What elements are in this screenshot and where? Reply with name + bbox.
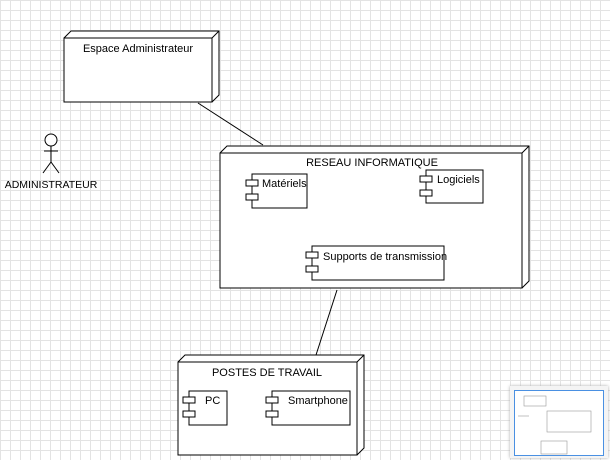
- node-title: RESEAU INFORMATIQUE: [306, 157, 438, 169]
- component-smartphone[interactable]: Smartphone: [265, 390, 351, 426]
- svg-text:Smartphone: Smartphone: [288, 395, 348, 407]
- node-title: POSTES DE TRAVAIL: [212, 367, 322, 379]
- actor-label: ADMINISTRATEUR: [5, 179, 98, 191]
- svg-text:Matériels: Matériels: [262, 178, 307, 190]
- component-icon: [245, 179, 259, 187]
- minimap-preview: [518, 395, 592, 455]
- svg-text:Supports de transmission: Supports de transmission: [323, 251, 447, 263]
- outline-minimap[interactable]: [510, 386, 608, 458]
- svg-text:Logiciels: Logiciels: [437, 174, 480, 186]
- component-icon: [419, 175, 433, 183]
- connector-espace-reseau[interactable]: [197, 102, 264, 146]
- svg-text:PC: PC: [205, 395, 220, 407]
- node-title: Espace Administrateur: [83, 43, 193, 55]
- component-materiels[interactable]: Matériels: [245, 173, 308, 209]
- component-logiciels[interactable]: Logiciels: [419, 169, 484, 204]
- actor-administrateur[interactable]: [42, 133, 60, 174]
- connector-reseau-postes[interactable]: [315, 289, 338, 356]
- component-icon: [305, 251, 319, 259]
- component-icon: [265, 396, 279, 404]
- minimap-viewport[interactable]: [514, 390, 604, 456]
- component-icon: [182, 396, 196, 404]
- component-supports-de-transmission[interactable]: Supports de transmission: [305, 245, 447, 281]
- component-pc[interactable]: PC: [182, 390, 228, 426]
- node-espace-administrateur[interactable]: Espace Administrateur: [63, 30, 220, 103]
